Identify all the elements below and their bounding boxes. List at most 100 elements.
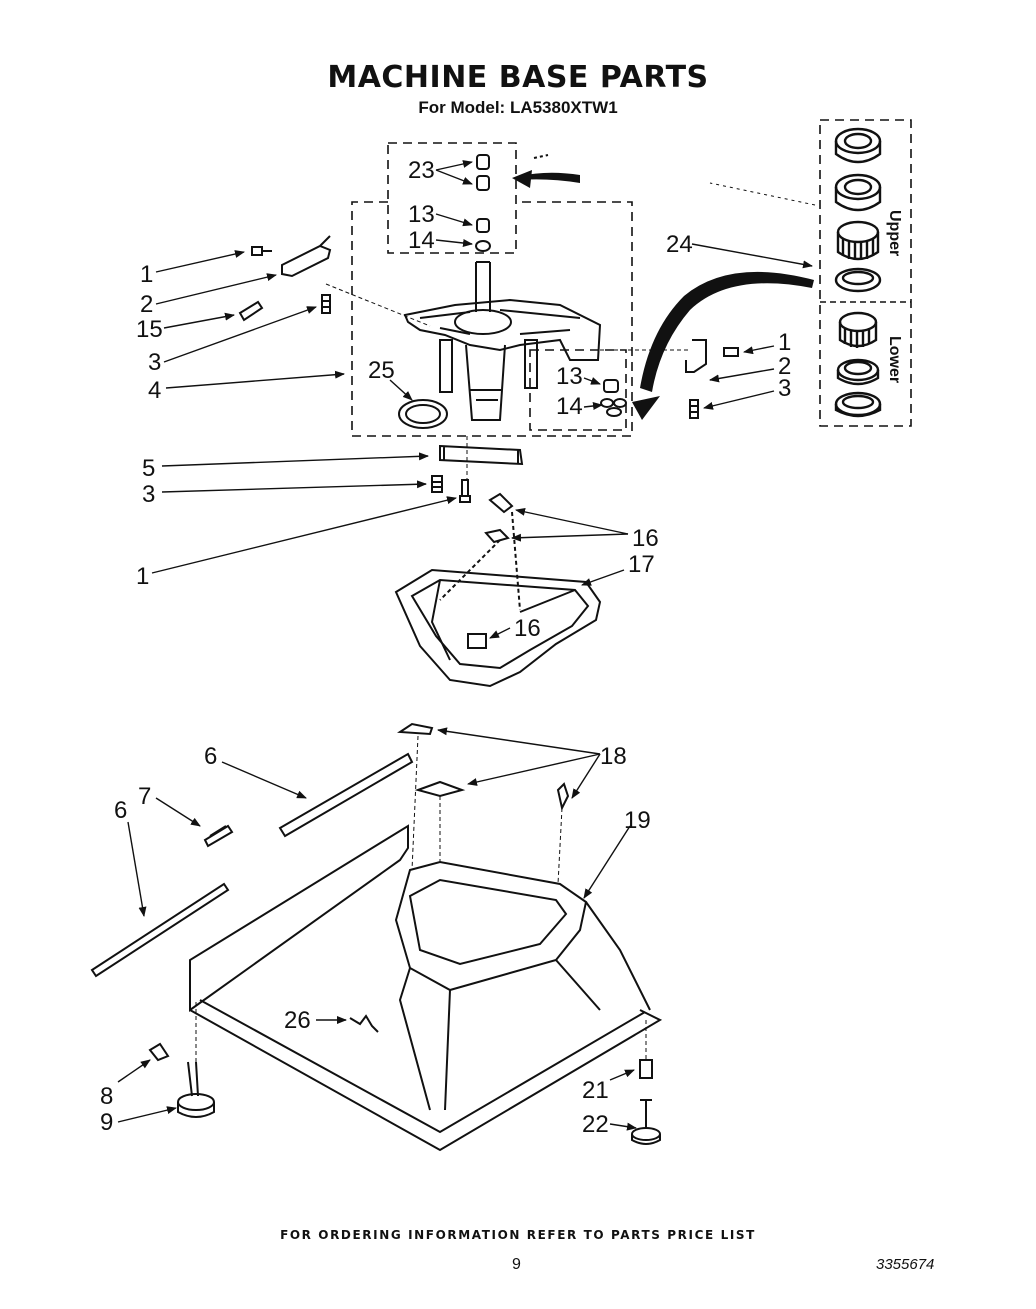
spacer-8 [148, 1042, 170, 1062]
pad-18b [414, 780, 466, 798]
callout-7: 7 [138, 783, 151, 810]
clamp-2-right [685, 339, 707, 373]
bolt-1-left [251, 246, 272, 256]
ordering-footer: FOR ORDERING INFORMATION REFER TO PARTS … [280, 1228, 756, 1242]
spring-7 [203, 824, 234, 848]
rail-6-side [90, 882, 230, 978]
callout-26: 26 [284, 1007, 311, 1034]
base-side-panel [189, 824, 409, 1012]
lower-group-label: Lower [886, 336, 903, 383]
callout-3-center: 3 [142, 481, 155, 508]
bearing-set [834, 127, 882, 418]
callout-17: 17 [628, 551, 655, 578]
dashed-group-boxes [351, 119, 912, 437]
lower-seal-box [529, 349, 627, 431]
model-subtitle: For Model: LA5380XTW1 [418, 98, 618, 117]
callout-25: 25 [368, 357, 395, 384]
insert-arrow-top-head [512, 170, 532, 188]
nut-21 [639, 1059, 653, 1079]
callout-labels: 23 13 14 24 1 2 15 3 4 25 13 14 1 2 3 5 … [100, 157, 791, 1138]
leg-22-foot [631, 1127, 661, 1141]
callout-19: 19 [624, 807, 651, 834]
seal-14b [600, 398, 614, 408]
upper-bearing-washer [834, 267, 882, 293]
bearing-kit-box [819, 119, 912, 427]
callout-9: 9 [100, 1109, 113, 1136]
callout-6-side: 6 [114, 797, 127, 824]
callout-22: 22 [582, 1111, 609, 1138]
seal-23a [476, 154, 490, 170]
pad-18a [396, 722, 434, 736]
callout-23: 23 [408, 157, 435, 184]
seal-23b [476, 175, 490, 191]
callout-18: 18 [600, 743, 627, 770]
bearing-insert-arrow-head [632, 396, 660, 420]
lower-bearing-washer [834, 391, 882, 418]
seal-13b [603, 379, 619, 393]
ring-25 [398, 399, 448, 429]
arrow-hint [533, 154, 549, 159]
drive-block-assembly [398, 154, 627, 429]
rail-6-top [278, 752, 414, 838]
platform-19 [394, 860, 588, 992]
callout-5: 5 [142, 455, 155, 482]
pad-16b [484, 528, 510, 544]
clip-18c [556, 782, 570, 811]
leader-lines [117, 160, 813, 1131]
leader-dotted [709, 182, 816, 206]
upper-group-label: Upper [886, 210, 903, 256]
document-number: 3355674 [876, 1256, 935, 1273]
callout-3-right: 3 [778, 375, 791, 402]
callout-2-left: 2 [140, 291, 153, 318]
leg-22-stem [640, 1099, 652, 1128]
pin-15 [238, 300, 264, 322]
bearing-insert-arrow [640, 271, 814, 392]
leg-left [439, 339, 453, 393]
page-number: 9 [512, 1256, 521, 1273]
alignment-lines [325, 283, 690, 480]
center-column [465, 344, 506, 421]
callout-6-top: 6 [204, 743, 217, 770]
bolt-1-center [459, 479, 471, 503]
page-title: MACHINE BASE PARTS [327, 60, 709, 95]
clamp-2-left [281, 235, 332, 278]
upper-bearing-1 [834, 127, 882, 164]
base-front-edge [189, 1009, 663, 1152]
callout-3-left: 3 [148, 349, 161, 376]
callout-1-right: 1 [778, 329, 791, 356]
callout-13-upper: 13 [408, 201, 435, 228]
callout-1-left: 1 [140, 261, 153, 288]
pad-16c [467, 633, 487, 649]
callout-13-lower: 13 [556, 363, 583, 390]
callout-21: 21 [582, 1077, 609, 1104]
hub [454, 309, 512, 335]
leg-right [524, 339, 538, 389]
leg-9-stem [187, 1061, 199, 1097]
wire-26 [349, 1014, 379, 1033]
bracket-5 [439, 444, 524, 466]
callout-15: 15 [136, 316, 163, 343]
tub-support-outline [394, 568, 602, 688]
callout-14-upper: 14 [408, 227, 435, 254]
seal-13a [476, 218, 490, 233]
callout-1-center: 1 [136, 563, 149, 590]
machine-base [90, 722, 663, 1152]
pad-16a [488, 492, 514, 514]
lower-bearing-needle [838, 311, 878, 348]
callout-24: 24 [666, 231, 693, 258]
callout-16-lower: 16 [514, 615, 541, 642]
callout-4: 4 [148, 377, 161, 404]
shaft [475, 261, 491, 312]
callout-16-upper: 16 [632, 525, 659, 552]
callout-14-lower: 14 [556, 393, 583, 420]
spring-3-right [689, 399, 699, 419]
callout-2-right: 2 [778, 353, 791, 380]
lower-bearing-ring [836, 358, 880, 386]
lower-alignment-lines [195, 735, 647, 1062]
spring-3-left [321, 294, 331, 314]
spring-3-center [431, 475, 443, 493]
drive-block-frame [403, 298, 602, 361]
seal-14a [475, 240, 491, 252]
callout-8: 8 [100, 1083, 113, 1110]
